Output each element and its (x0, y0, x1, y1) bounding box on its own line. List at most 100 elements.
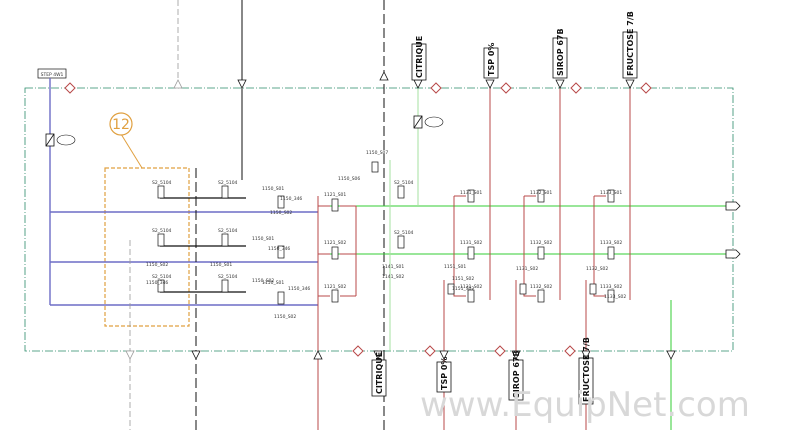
flow-indicator-bubble (56, 134, 76, 146)
diamond (424, 345, 436, 357)
valve (519, 283, 527, 295)
valve (537, 246, 545, 260)
arrow-down-gray (125, 350, 135, 360)
bottom-tag-label: CITRIQUE (375, 352, 384, 394)
valve-label: 1132_S01 (530, 190, 552, 196)
top-inlet-label: STEP 4W1 (41, 72, 64, 78)
valve (331, 246, 339, 260)
valve-label: 1121_S01 (324, 192, 346, 198)
valve-grid (157, 161, 615, 305)
outlet-arrow-1 (725, 201, 741, 211)
diamond (494, 345, 506, 357)
valve-label: S2_5104 (394, 180, 414, 186)
valve-label: 1150_S01 (252, 236, 274, 242)
valve-label: 1150_S02 (252, 278, 274, 284)
valve-label: 1150_S02 (274, 314, 296, 320)
top-inlet-box (37, 68, 67, 79)
valve-label: 1151_S02 (452, 276, 474, 282)
valve-label: 1133_S01 (600, 190, 622, 196)
diamond (640, 82, 652, 94)
arrow-up-red-1 (313, 350, 323, 360)
valve (221, 233, 229, 247)
top-tag-2: SIROP 67B (552, 28, 568, 79)
top-tag-0: CITRIQUE (411, 36, 427, 81)
arrow-down-top-3 (555, 79, 565, 89)
valve-label: 1150_346 (146, 280, 168, 286)
arrow-down-bottom-4 (581, 350, 591, 360)
valve (221, 185, 229, 199)
valve-label: 1133_S02 (600, 284, 622, 290)
bottom-tag-label: SIROP 67B (512, 350, 521, 398)
valve (447, 283, 455, 295)
bottom-tag-1: TSP 0% (436, 357, 452, 393)
outlet-arrow-2 (725, 249, 741, 259)
valve (157, 185, 165, 199)
valve (221, 279, 229, 293)
valve-label: 1150_S06 (338, 176, 360, 182)
valve (607, 189, 615, 203)
valve-label: S2_5104 (394, 230, 414, 236)
red-loop-3 (593, 195, 606, 297)
valve-label: 1150_S07 (366, 150, 388, 156)
valve-label: 1150_346 (288, 286, 310, 292)
valve-label: 1133_S02 (600, 240, 622, 246)
valve-label: 1150_S02 (146, 262, 168, 268)
valve (537, 189, 545, 203)
top-tag-label: FRUCTOSE 7/B (626, 11, 635, 76)
valve-label: 1150_S01 (262, 280, 284, 286)
valve-label: 1131_S01 (460, 190, 482, 196)
arrow-down-top-1 (413, 79, 423, 89)
arrow-up-gray (173, 79, 183, 89)
bottom-tag-0: CITRIQUE (371, 352, 387, 397)
arrow-down-bottom-2 (439, 350, 449, 360)
valve-label: 1150_S02 (270, 210, 292, 216)
top-tag-1: TSP 0% (483, 43, 499, 79)
valve (589, 283, 597, 295)
valve (397, 185, 405, 199)
valve (157, 233, 165, 247)
valve-label: 1131_S02 (460, 284, 482, 290)
red-loop-2 (523, 195, 536, 297)
flow-indicator-bubble-2 (424, 116, 444, 128)
valve (467, 289, 475, 303)
watermark: www.EquipNet.com (420, 385, 750, 425)
arrow-down-1 (237, 79, 247, 89)
valve-label: 1150_S01 (210, 262, 232, 268)
arrow-down-bottom-3 (511, 350, 521, 360)
arrow-down-top-2 (485, 79, 495, 89)
valve-label: S2_5104 (152, 274, 172, 280)
valve (157, 279, 165, 293)
valve-labels: S2_5104 S2_5104 S2_5104 S2_5104 S2_5104 … (146, 150, 626, 320)
valve-label: 1141_S02 (382, 274, 404, 280)
diamond (570, 82, 582, 94)
valve (397, 235, 405, 249)
valve-label: 1150_S01 (262, 186, 284, 192)
subgroup-box (104, 167, 190, 327)
arrow-down-3 (191, 350, 201, 360)
arrow-down-bottom-5 (666, 350, 676, 360)
top-tag-label: SIROP 67B (556, 28, 565, 76)
valve-label: S2_5104 (218, 274, 238, 280)
valve-label: 1150_346 (268, 246, 290, 252)
valve-label: 1131_S02 (460, 240, 482, 246)
diamond (564, 345, 576, 357)
valve-label: 1121_S02 (324, 284, 346, 290)
valve (331, 289, 339, 303)
bottom-tag-3: FRUCTOSE 7/B (578, 337, 594, 405)
diamond (64, 82, 76, 94)
valve-label: 1132_S02 (530, 284, 552, 290)
bottom-tag-2: SIROP 67B (508, 350, 524, 401)
valve-label: 1132_S02 (586, 266, 608, 272)
valve-label: 1141_S01 (382, 264, 404, 270)
valve-label: 1151_S02 (452, 286, 474, 292)
group-number: 12 (112, 117, 130, 133)
red-loop-4 (318, 205, 356, 297)
red-loop-1 (453, 195, 491, 300)
arrow-down-bottom-1 (373, 350, 383, 360)
process-boundary (24, 87, 734, 352)
top-diamonds (64, 82, 652, 94)
valve-label: S2_5104 (218, 228, 238, 234)
valve (607, 246, 615, 260)
bottom-tag-label: FRUCTOSE 7/B (582, 337, 591, 402)
